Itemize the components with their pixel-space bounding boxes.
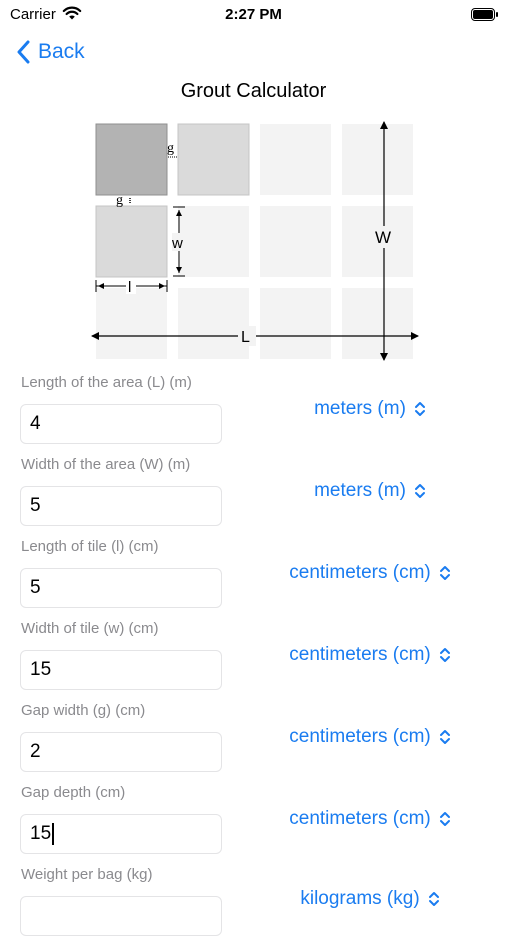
area-length-label-text: Length of the area (L) (m) xyxy=(21,374,192,391)
tile-length-label-text: Length of tile (l) (cm) xyxy=(21,538,159,555)
unit-label: centimeters (cm) xyxy=(289,562,431,583)
unit-label: centimeters (cm) xyxy=(289,726,431,747)
battery-icon xyxy=(471,8,498,21)
tile-layout-diagram: g g w l W L xyxy=(91,121,419,361)
chevron-up-down-icon xyxy=(414,484,425,498)
chevron-up-down-icon xyxy=(428,892,439,906)
tile-length-unit-picker[interactable]: centimeters (cm) xyxy=(262,562,478,584)
text-cursor xyxy=(52,822,55,845)
tile-length-input[interactable]: 5 xyxy=(20,568,222,608)
area-width-label-text: Width of the area (W) (m) xyxy=(21,456,191,473)
gap-label-top: g xyxy=(167,141,174,156)
unit-label: kilograms (kg) xyxy=(300,888,420,909)
unit-label: meters (m) xyxy=(314,480,406,501)
area-width-label: W xyxy=(375,228,391,247)
tile-width-input[interactable]: 15 xyxy=(20,650,222,690)
gap-width-input[interactable]: 2 xyxy=(20,732,222,772)
tile-width-label: w xyxy=(171,235,183,252)
unit-label: centimeters (cm) xyxy=(289,644,431,665)
unit-label: centimeters (cm) xyxy=(289,808,431,829)
chevron-up-down-icon xyxy=(414,402,425,416)
area-width-input[interactable]: 5 xyxy=(20,486,222,526)
gap-depth-value: 15 xyxy=(30,823,52,844)
area-width-unit-picker[interactable]: meters (m) xyxy=(262,480,478,502)
chevron-up-down-icon xyxy=(439,648,450,662)
tile-width-label-text: Width of tile (w) (cm) xyxy=(21,620,159,637)
status-bar: Carrier 2:27 PM xyxy=(0,0,507,30)
bag-weight-label-text: Weight per bag (kg) xyxy=(21,866,153,883)
tile-width-unit-picker[interactable]: centimeters (cm) xyxy=(262,644,478,666)
gap-label-left: g xyxy=(116,193,123,208)
back-button[interactable]: Back xyxy=(16,40,85,64)
gap-depth-input[interactable]: 15 xyxy=(20,814,222,854)
gap-width-label-text: Gap width (g) (cm) xyxy=(21,702,146,719)
chevron-up-down-icon xyxy=(439,730,450,744)
area-length-input[interactable]: 4 xyxy=(20,404,222,444)
gap-width-unit-picker[interactable]: centimeters (cm) xyxy=(262,726,478,748)
chevron-up-down-icon xyxy=(439,566,450,580)
chevron-left-icon xyxy=(17,40,30,64)
gap-depth-label-text: Gap depth (cm) xyxy=(21,784,126,801)
clock-label: 2:27 PM xyxy=(225,6,282,23)
bag-weight-unit-picker[interactable]: kilograms (kg) xyxy=(262,888,478,910)
chevron-up-down-icon xyxy=(439,812,450,826)
page-title: Grout Calculator xyxy=(180,80,327,102)
wifi-icon xyxy=(62,5,82,26)
bag-weight-input[interactable] xyxy=(20,896,222,936)
tile-length-label: l xyxy=(128,279,131,296)
carrier-label: Carrier xyxy=(10,6,56,23)
gap-depth-unit-picker[interactable]: centimeters (cm) xyxy=(262,808,478,830)
unit-label: meters (m) xyxy=(314,398,406,419)
area-length-unit-picker[interactable]: meters (m) xyxy=(262,398,478,420)
area-length-label: L xyxy=(241,329,250,346)
back-label: Back xyxy=(38,40,85,63)
navigation-bar: Back xyxy=(0,36,507,72)
